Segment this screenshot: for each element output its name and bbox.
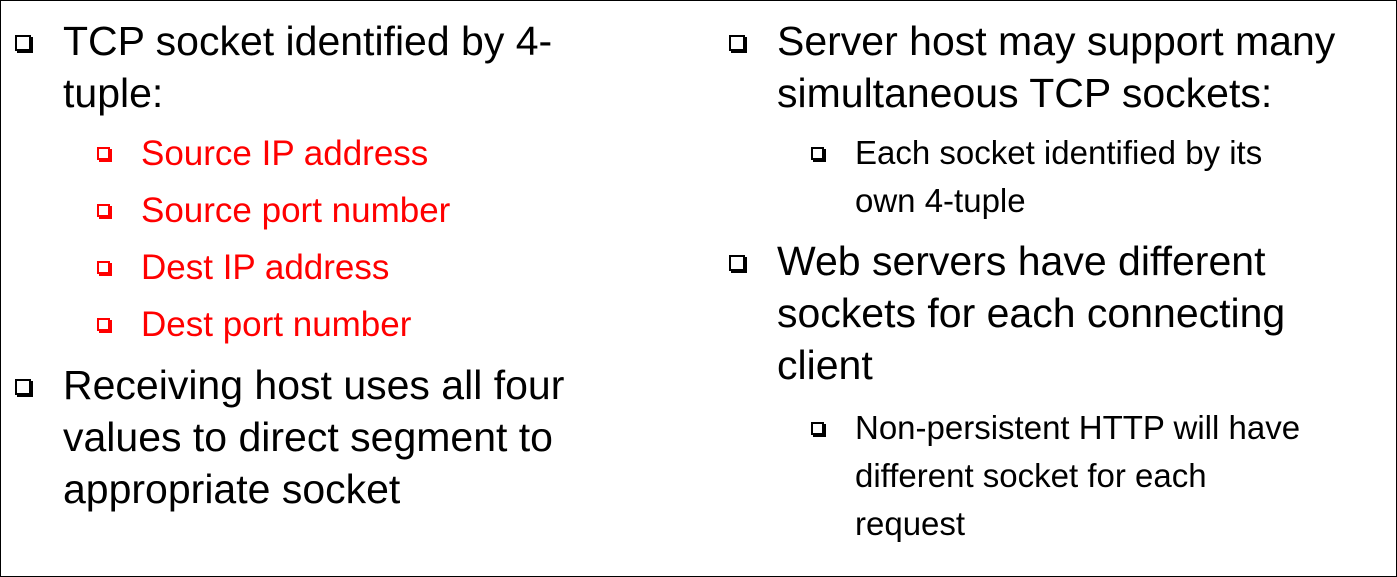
bullet-line: values to direct segment to bbox=[63, 414, 553, 460]
bullet-line: TCP socket identified by 4- bbox=[63, 18, 553, 64]
bullet-text: Receiving host uses all four values to d… bbox=[63, 359, 564, 515]
sub-bullet-text: Source port number bbox=[141, 191, 451, 230]
bullet-line: simultaneous TCP sockets: bbox=[777, 70, 1273, 116]
bullet-line: own 4-tuple bbox=[855, 182, 1026, 219]
bullet-line: client bbox=[777, 342, 873, 388]
checkbox-bullet-icon bbox=[97, 204, 110, 217]
bullet-text: Server host may support many simultaneou… bbox=[777, 15, 1335, 119]
bullet-line: Web servers have different bbox=[777, 238, 1266, 284]
checkbox-bullet-icon bbox=[97, 318, 110, 331]
checkbox-bullet-icon bbox=[729, 255, 745, 271]
bullet-line: appropriate socket bbox=[63, 466, 401, 512]
checkbox-bullet-icon bbox=[97, 147, 110, 160]
bullet-line: Server host may support many bbox=[777, 18, 1336, 64]
bullet-line: sockets for each connecting bbox=[777, 290, 1286, 336]
bullet-line: Each socket identified by its bbox=[855, 134, 1263, 171]
sub-bullet-text: Source IP address bbox=[141, 134, 429, 173]
sub-bullet-text: Dest port number bbox=[141, 305, 412, 344]
bullet-text: Web servers have different sockets for e… bbox=[777, 235, 1285, 391]
bullet-line: different socket for each bbox=[855, 457, 1207, 494]
bullet-line: Non-persistent HTTP will have bbox=[855, 409, 1301, 446]
bullet-line: tuple: bbox=[63, 70, 164, 116]
bullet-line: Receiving host uses all four bbox=[63, 362, 565, 408]
sub-bullet-text: Each socket identified by its own 4-tupl… bbox=[855, 129, 1262, 225]
checkbox-bullet-icon bbox=[729, 35, 745, 51]
bullet-line: request bbox=[855, 505, 966, 542]
checkbox-bullet-icon bbox=[97, 261, 110, 274]
bullet-text: TCP socket identified by 4- tuple: bbox=[63, 15, 552, 119]
checkbox-bullet-icon bbox=[811, 422, 824, 435]
sub-bullet-text: Dest IP address bbox=[141, 248, 390, 287]
sub-bullet-text: Non-persistent HTTP will have different … bbox=[855, 404, 1300, 548]
checkbox-bullet-icon bbox=[811, 147, 824, 160]
checkbox-bullet-icon bbox=[15, 35, 31, 51]
checkbox-bullet-icon bbox=[15, 379, 31, 395]
